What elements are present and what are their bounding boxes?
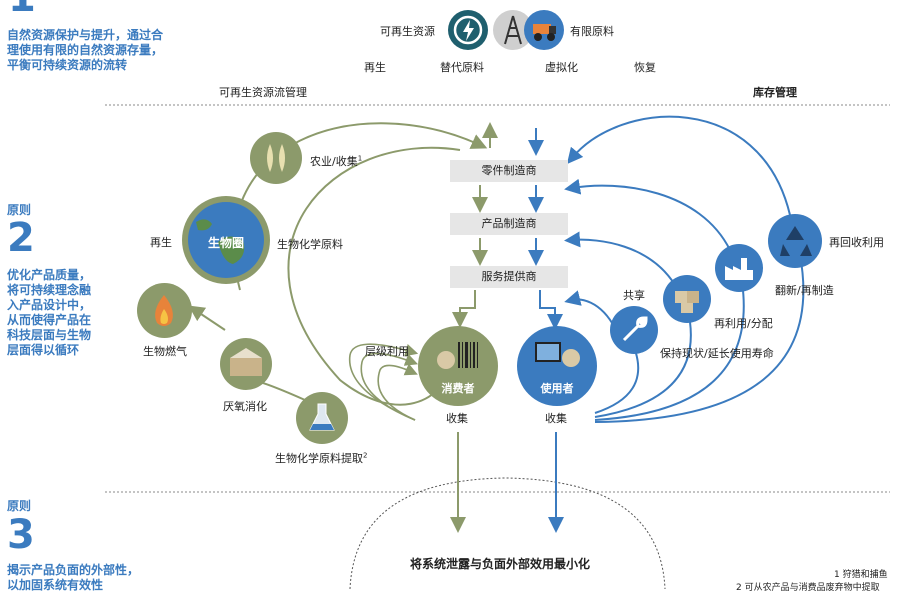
renewable-label: 可再生资源 (380, 25, 435, 38)
action-regen: 再生 (364, 61, 386, 74)
consumer-node: 消费者 (418, 326, 498, 406)
extract-label: 生物化学原料提取2 (275, 451, 368, 465)
footnote-2: 2 可从农产品与消费品废弃物中提取 (736, 583, 880, 593)
share-label: 共享 (623, 289, 645, 302)
monitor-icon (535, 342, 580, 367)
agriculture-icon (250, 132, 302, 184)
principle1-text: 自然资源保护与提升，通过合 理使用有限的自然资源存量， 平衡可持续资源的流转 (7, 28, 164, 72)
flame-icon (137, 283, 192, 338)
principle3-number: 3 (7, 512, 35, 558)
anaerobic-label: 厌氧消化 (223, 400, 267, 413)
principle1-number: 1 (8, 0, 36, 18)
principle2-label: 原则 (7, 203, 32, 217)
wrench-icon (610, 306, 658, 354)
biochem-label: 生物化学原料 (277, 238, 343, 251)
leak-arc (349, 477, 666, 589)
factory-icon (715, 244, 763, 292)
biosphere-label: 生物圈 (207, 236, 244, 250)
stock-header: 库存管理 (753, 86, 797, 99)
biosphere-node: 生物圈 (182, 196, 270, 284)
flask-icon (296, 392, 348, 444)
user-node: 使用者 (517, 326, 597, 406)
chain-service-provider: 服务提供商 (450, 266, 568, 288)
renewable-flow-header: 可再生资源流管理 (219, 86, 307, 99)
principle2-number: 2 (7, 215, 35, 261)
chain-parts-manufacturer: 零件制造商 (450, 160, 568, 182)
action-virtualize: 虚拟化 (545, 61, 578, 74)
soil-icon (220, 338, 272, 390)
action-substitute: 替代原料 (440, 61, 484, 74)
refurb-label: 翻新/再制造 (775, 284, 834, 297)
user-collect: 收集 (545, 412, 567, 425)
reuse-label: 再利用/分配 (714, 317, 773, 330)
action-restore: 恢复 (634, 61, 656, 74)
finite-label: 有限原料 (570, 25, 614, 38)
mining-truck-icon (524, 10, 564, 50)
recycle-icon (768, 214, 822, 268)
barcode-icon (437, 342, 478, 369)
bottom-statement: 将系统泄露与负面外部效用最小化 (410, 557, 591, 571)
globe-icon (188, 202, 264, 278)
principle3-label: 原则 (7, 499, 32, 513)
energy-icon (448, 10, 488, 50)
consumer-label: 消费者 (441, 382, 475, 395)
principle2-text: 优化产品质量， 将可持续理念融 入产品设计中， 从而使得产品在 科技层面与生物 … (7, 268, 92, 357)
recycle-label: 再回收利用 (829, 236, 884, 249)
chain-product-manufacturer: 产品制造商 (450, 213, 568, 235)
footnote-1: 1 狩猎和捕鱼 (834, 570, 888, 580)
consumer-collect: 收集 (446, 412, 468, 425)
regen-label: 再生 (150, 236, 172, 249)
user-label: 使用者 (540, 382, 574, 395)
biogas-label: 生物燃气 (143, 345, 187, 358)
boxes-icon (663, 275, 711, 323)
maintain-label: 保持现状/延长使用寿命 (660, 347, 774, 360)
agri-label: 农业/收集1 (310, 154, 363, 168)
cascade-label: 层级利用 (365, 345, 409, 358)
